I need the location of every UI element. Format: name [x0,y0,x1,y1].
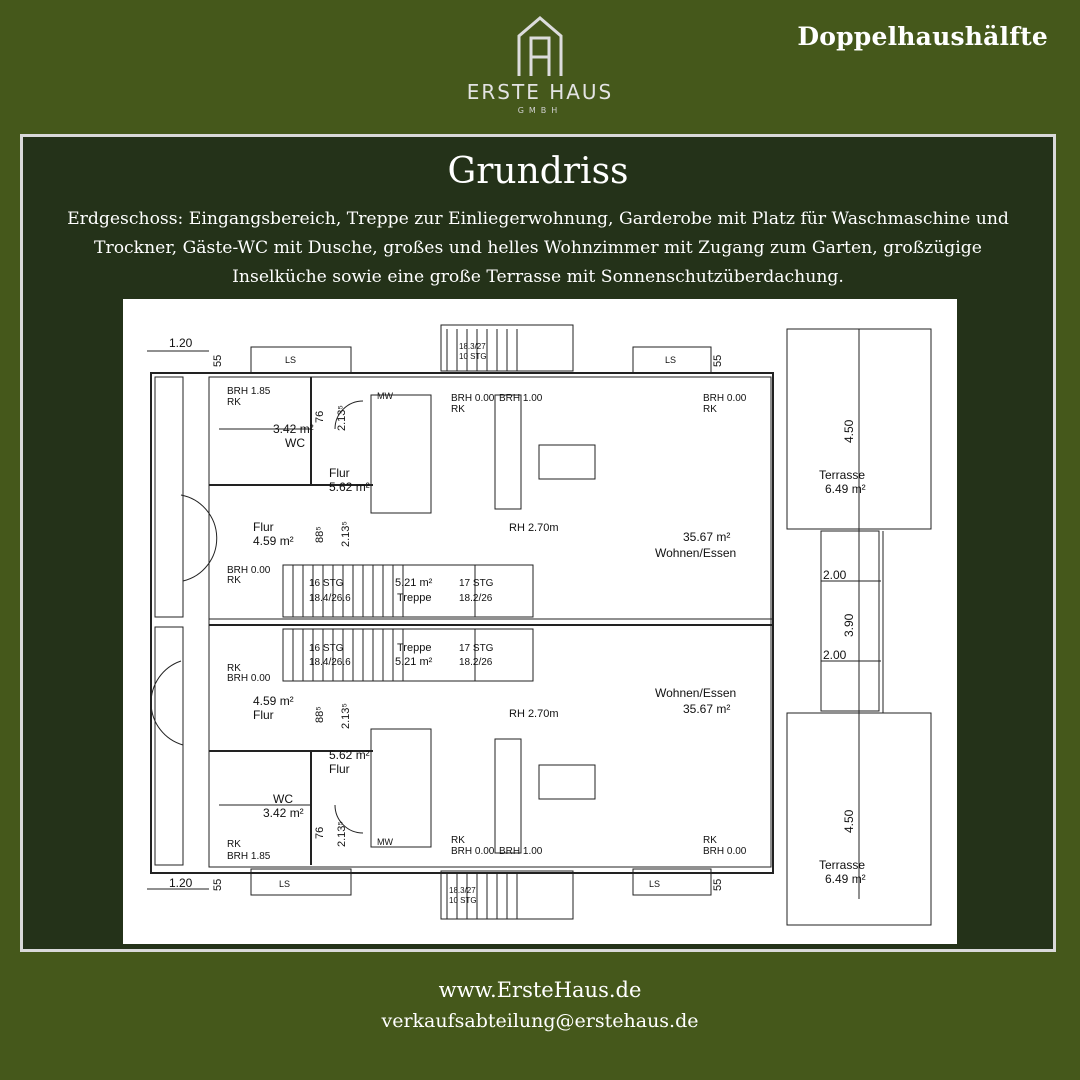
top-flur-a-area: 5.62 m² [329,480,370,494]
ls-label-top-right: LS [665,355,676,365]
top-brh-living: BRH 0.00 [703,393,747,404]
bottom-stair-ratio: 18.4/26.6 [309,657,351,668]
email-link[interactable]: verkaufsabteilung@erstehaus.de [381,1010,699,1032]
top-flur-a-label: Flur [329,466,350,480]
logo-subtitle: GMBH [517,106,563,115]
top-stair-area: 5.21 m² [395,577,433,589]
bottom-terrace-label: Terrasse [819,858,865,872]
bottom-ext-stair-ratio: 18.3/27 [449,886,476,895]
top-brh-flur: BRH 0.00 [227,565,271,576]
bottom-wc-area: 3.42 m² [263,806,304,820]
bottom-living-area: 35.67 m² [683,702,730,716]
website-link[interactable]: www.ErsteHaus.de [438,978,642,1002]
company-logo: ERSTE HAUS GMBH [430,14,650,134]
bottom-brh-kitchen: BRH 0.00 [451,846,495,857]
dim-bottom-213-b: 2.13⁵ [340,703,352,729]
dim-bottom-88: 88⁵ [314,706,326,723]
top-brh-wc: BRH 1.85 [227,386,271,397]
dim-bottom-left-width: 1.20 [169,876,193,890]
bottom-flur-a-label: Flur [329,762,350,776]
top-rk-living: RK [703,404,717,415]
bottom-rk-flur: RK [227,663,241,674]
bottom-brh-sink: BRH 1.00 [499,846,543,857]
bottom-living-label: Wohnen/Essen [655,686,736,700]
bottom-flur-b-label: Flur [253,708,274,722]
dim-top-88: 88⁵ [314,526,326,543]
ls-label-top-left: LS [285,355,296,365]
top-ext-stair-steps: 10 STG [459,352,487,361]
dim-center-390: 3.90 [842,613,856,637]
dim-bottom-terrace-depth: 4.50 [842,809,856,833]
page-title: Grundriss [447,151,629,192]
dim-top-left-width: 1.20 [169,336,193,350]
property-type-label: Doppelhaushälfte [797,22,1048,51]
bottom-stair-label: Treppe [397,642,431,654]
top-flur-b-label: Flur [253,520,274,534]
bottom-stair-steps: 16 STG [309,643,344,654]
bottom-rk-kitchen: RK [451,835,465,846]
bottom-flur-a-area: 5.62 m² [329,748,370,762]
top-rk-flur: RK [227,575,241,586]
top-ext-stair-ratio: 18.3/27 [459,342,486,351]
top-flur-b-area: 4.59 m² [253,534,294,548]
top-brh-sink: BRH 1.00 [499,393,543,404]
bottom-terrace-area: 6.49 m² [825,872,866,886]
top-mw: MW [377,391,393,401]
bottom-ext-stair-steps: 10 STG [449,896,477,905]
ls-label-bottom-right: LS [649,879,660,889]
top-terrace-label: Terrasse [819,468,865,482]
top-rk-wc: RK [227,397,241,408]
top-living-area: 35.67 m² [683,530,730,544]
bottom-brh-wc: BRH 1.85 [227,851,271,862]
top-stair-steps: 16 STG [309,578,344,589]
top-stair2-steps: 17 STG [459,578,494,589]
top-wc-area: 3.42 m² [273,422,314,436]
top-stair2-ratio: 18.2/26 [459,593,493,604]
dim-bottom-55-right: 55 [712,879,724,891]
top-living-label: Wohnen/Essen [655,546,736,560]
bottom-stair2-ratio: 18.2/26 [459,657,493,668]
top-wc-label: WC [285,436,305,450]
floor-plan-drawing: 3.42 m² WC Flur 5.62 m² Flur 4.59 m² RH … [123,299,957,944]
plan-description: Erdgeschoss: Eingangsbereich, Treppe zur… [67,209,1009,287]
house-logo-icon [517,16,563,76]
bottom-stair-area: 5.21 m² [395,656,433,668]
dim-top-terrace-depth: 4.50 [842,419,856,443]
bottom-room-height: RH 2.70m [509,708,559,720]
top-stair-label: Treppe [397,592,431,604]
dim-center-200-a: 2.00 [823,568,847,582]
dim-top-213-a: 2.13⁵ [336,405,348,431]
bottom-mw: MW [377,837,393,847]
dim-bottom-76: 76 [314,827,326,839]
top-stair-ratio: 18.4/26.6 [309,593,351,604]
bottom-stair2-steps: 17 STG [459,643,494,654]
dim-bottom-213-a: 2.13⁵ [336,821,348,847]
floor-plan-panel: Grundriss Erdgeschoss: Eingangsbereich, … [20,134,1056,952]
top-terrace-area: 6.49 m² [825,482,866,496]
top-brh-kitchen: BRH 0.00 [451,393,495,404]
ls-label-bottom-left: LS [279,879,290,889]
bottom-flur-b-area: 4.59 m² [253,694,294,708]
dim-top-76: 76 [314,411,326,423]
bottom-brh-living: BRH 0.00 [703,846,747,857]
bottom-rk-wc: RK [227,839,241,850]
dim-bottom-55-left: 55 [212,879,224,891]
bottom-wc-label: WC [273,792,293,806]
dim-top-55-left: 55 [212,355,224,367]
dim-top-213-b: 2.13⁵ [340,521,352,547]
logo-name: ERSTE HAUS [466,80,614,104]
bottom-rk-living: RK [703,835,717,846]
bottom-brh-flur: BRH 0.00 [227,673,271,684]
dim-center-200-b: 2.00 [823,648,847,662]
top-room-height: RH 2.70m [509,522,559,534]
top-rk-kitchen: RK [451,404,465,415]
dim-top-55-right: 55 [712,355,724,367]
floor-plan-svg: 3.42 m² WC Flur 5.62 m² Flur 4.59 m² RH … [147,324,932,926]
